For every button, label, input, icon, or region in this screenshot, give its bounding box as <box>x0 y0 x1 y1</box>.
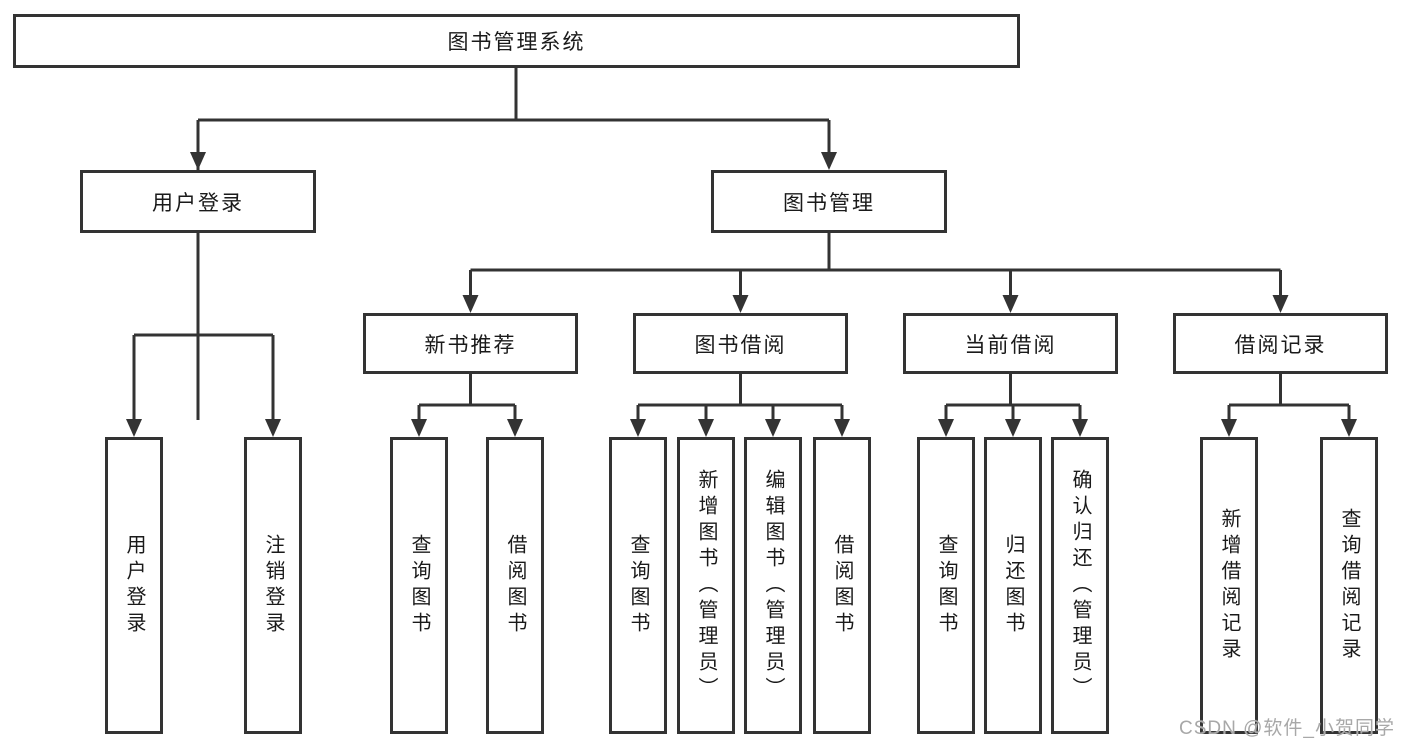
node-current-borrow: 当前借阅 <box>903 313 1118 374</box>
leaf-label: 查询借阅记录 <box>1338 507 1360 664</box>
node-book-management: 图书管理 <box>711 170 947 233</box>
leaf-recommend-borrow-books: 借阅图书 <box>486 437 544 734</box>
leaf-label: 注销登录 <box>262 533 284 638</box>
leaf-label: 用户登录 <box>123 533 145 638</box>
leaf-current-confirm-return-admin: 确认归还（管理员） <box>1051 437 1109 734</box>
node-label: 图书管理系统 <box>447 31 586 54</box>
node-label: 图书借阅 <box>694 333 787 357</box>
leaf-label: 新增图书（管理员） <box>695 468 717 703</box>
leaf-borrow-borrow-books: 借阅图书 <box>813 437 871 734</box>
leaf-label: 查询图书 <box>408 533 430 638</box>
leaf-records-query-borrow-record: 查询借阅记录 <box>1320 437 1378 734</box>
leaf-label: 归还图书 <box>1002 533 1024 638</box>
node-label: 当前借阅 <box>964 333 1057 357</box>
leaf-label: 借阅图书 <box>831 533 853 638</box>
leaf-current-return-books: 归还图书 <box>984 437 1042 734</box>
leaf-label: 查询图书 <box>935 533 957 638</box>
node-label: 新书推荐 <box>424 333 517 357</box>
connector-paths <box>132 68 1351 422</box>
leaf-label: 借阅图书 <box>504 533 526 638</box>
node-library-management-system: 图书管理系统 <box>13 14 1020 68</box>
node-book-borrow: 图书借阅 <box>633 313 848 374</box>
leaf-recommend-query-books: 查询图书 <box>390 437 448 734</box>
leaf-borrow-add-books-admin: 新增图书（管理员） <box>677 437 735 734</box>
leaf-logout: 注销登录 <box>244 437 302 734</box>
csdn-watermark: CSDN @软件_小贺同学 <box>1179 718 1395 739</box>
leaf-label: 新增借阅记录 <box>1218 507 1240 664</box>
node-label: 借阅记录 <box>1234 333 1327 357</box>
leaf-label: 编辑图书（管理员） <box>762 468 784 703</box>
leaf-label: 确认归还（管理员） <box>1069 468 1091 703</box>
leaf-borrow-query-books: 查询图书 <box>609 437 667 734</box>
node-user-login: 用户登录 <box>80 170 316 233</box>
node-new-book-recommend: 新书推荐 <box>363 313 578 374</box>
leaf-user-login: 用户登录 <box>105 437 163 734</box>
node-borrow-records: 借阅记录 <box>1173 313 1388 374</box>
node-label: 图书管理 <box>783 191 875 215</box>
leaf-label: 查询图书 <box>627 533 649 638</box>
node-label: 用户登录 <box>152 191 244 215</box>
leaf-records-add-borrow-record: 新增借阅记录 <box>1200 437 1258 734</box>
arrowhead-icons <box>126 152 1357 437</box>
leaf-borrow-edit-books-admin: 编辑图书（管理员） <box>744 437 802 734</box>
leaf-current-query-books: 查询图书 <box>917 437 975 734</box>
